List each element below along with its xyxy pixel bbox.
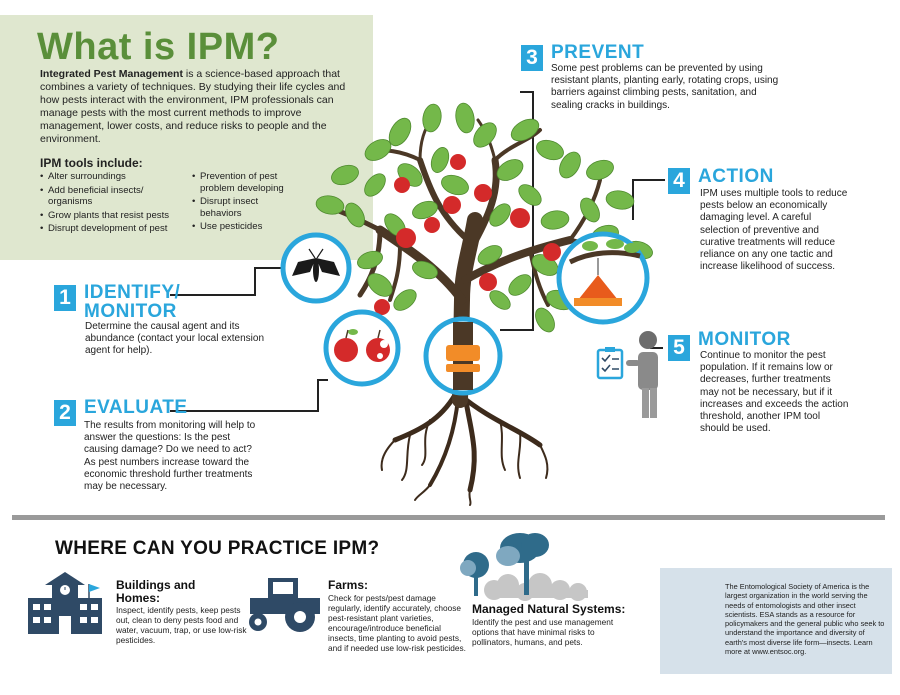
- tree-roots: [380, 392, 549, 506]
- tool-item: Alter surroundings: [40, 171, 190, 183]
- step-5-number: 5: [668, 335, 690, 361]
- section-divider: [12, 515, 885, 520]
- step-2-number: 2: [54, 400, 76, 426]
- intro-lead-rest: is a science-based approach that combine…: [40, 68, 346, 145]
- buildings-title-line2: Homes:: [116, 591, 161, 605]
- school-building-icon: [28, 572, 102, 634]
- tools-list-col2: Prevention of pest problem developing Di…: [192, 171, 302, 235]
- step-1-number: 1: [54, 285, 76, 311]
- step-5-title: MONITOR: [698, 329, 791, 350]
- step-3-description: Some pest problems can be prevented by u…: [551, 63, 779, 111]
- step-2-description: The results from monitoring will help to…: [84, 420, 256, 493]
- intro-paragraph: Integrated Pest Management is a science-…: [40, 68, 362, 146]
- trees-icon: [460, 533, 588, 601]
- intro-lead-bold: Integrated Pest Management: [40, 68, 183, 80]
- step-1-description: Determine the causal agent and its abund…: [85, 321, 265, 357]
- tools-list-col1: Alter surroundings Add beneficial insect…: [40, 171, 190, 237]
- buildings-title-line1: Buildings and: [116, 578, 196, 592]
- step-4-title: ACTION: [698, 166, 774, 187]
- clipboard-checklist-icon: [596, 347, 624, 380]
- buildings-description: Inspect, identify pests, keep pests out,…: [116, 605, 247, 645]
- farms-description: Check for pests/pest damage regularly, i…: [328, 593, 466, 653]
- tool-item: Prevention of pest problem developing: [192, 171, 302, 194]
- where-title: WHERE CAN YOU PRACTICE IPM?: [55, 538, 380, 559]
- step-1-title-line1: IDENTIFY/: [84, 282, 181, 303]
- esa-info-box: [660, 568, 892, 674]
- person-icon: [626, 331, 658, 418]
- step-3-title: PREVENT: [551, 42, 645, 63]
- tool-item: Grow plants that resist pests: [40, 210, 190, 222]
- tractor-icon: [249, 578, 320, 632]
- tree-band-icon: [423, 316, 503, 396]
- tool-item: Add beneficial insects/ organisms: [40, 185, 190, 208]
- tool-item: Disrupt insect behaviors: [192, 196, 302, 219]
- step-1-title-line2: MONITOR: [84, 301, 177, 322]
- apples-icon: [323, 309, 401, 387]
- step-2-title: EVALUATE: [84, 397, 188, 418]
- tree-leaves: [315, 102, 653, 333]
- buildings-title: Buildings and Homes:: [116, 579, 195, 605]
- connector-lines: [170, 91, 665, 412]
- esa-description: The Entomological Society of America is …: [725, 582, 885, 657]
- orange-trap-icon: [556, 231, 650, 325]
- step-4-description: IPM uses multiple tools to reduce pests …: [700, 188, 848, 273]
- natural-systems-description: Identify the pest and use management opt…: [472, 617, 614, 647]
- tools-title: IPM tools include:: [40, 156, 143, 170]
- step-3-number: 3: [521, 45, 543, 71]
- farms-title: Farms:: [328, 578, 369, 592]
- page-title: What is IPM?: [37, 26, 280, 68]
- step-4-number: 4: [668, 168, 690, 194]
- moth-icon: [280, 232, 352, 304]
- tree-apples: [374, 154, 561, 315]
- step-5-description: Continue to monitor the pest population.…: [700, 350, 849, 435]
- step-1-title: IDENTIFY/ MONITOR: [84, 283, 180, 321]
- tool-item: Disrupt development of pest: [40, 223, 190, 235]
- natural-systems-title: Managed Natural Systems:: [472, 602, 626, 616]
- tool-item: Use pesticides: [192, 221, 302, 233]
